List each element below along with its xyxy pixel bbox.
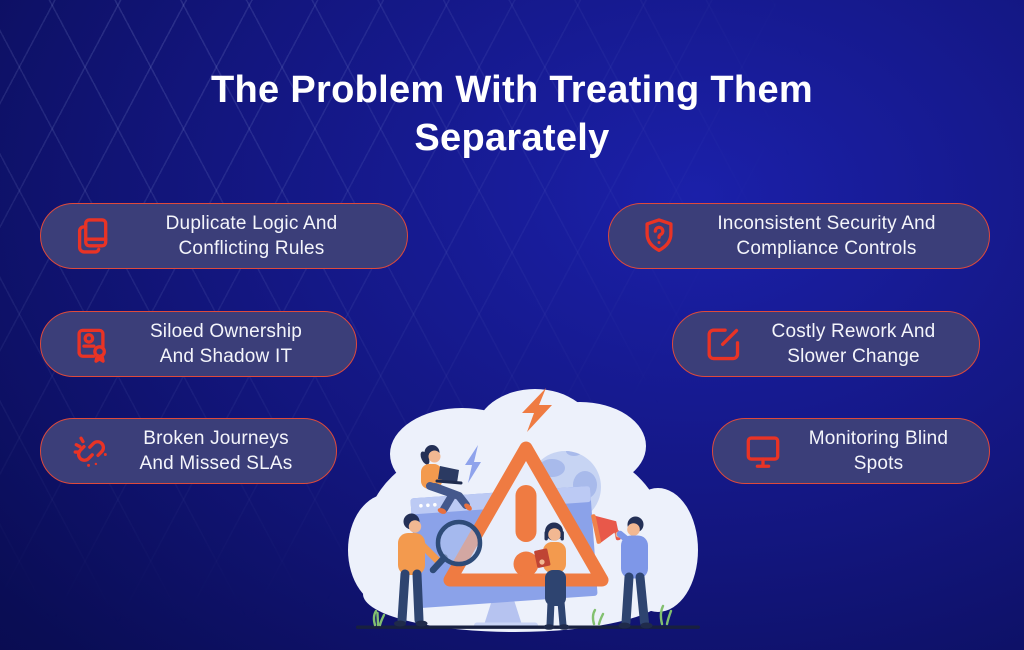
monitor-icon bbox=[742, 430, 784, 472]
card-monitoring-blind: Monitoring Blind Spots bbox=[712, 418, 990, 484]
copy-books-icon bbox=[70, 215, 112, 257]
card-costly-rework: Costly Rework And Slower Change bbox=[672, 311, 980, 377]
lightning-bolt-blue bbox=[465, 445, 481, 483]
card-label: Duplicate Logic And Conflicting Rules bbox=[165, 212, 338, 259]
exclamation-dot bbox=[513, 551, 539, 577]
person-on-monitor bbox=[420, 445, 472, 514]
ground-line bbox=[356, 625, 700, 629]
exclamation-bar bbox=[515, 485, 537, 542]
broken-link-icon bbox=[70, 430, 112, 472]
card-label: Monitoring Blind Spots bbox=[808, 427, 949, 474]
page-title: The Problem With Treating Them Separatel… bbox=[211, 69, 813, 160]
card-label: Broken Journeys And Missed SLAs bbox=[139, 427, 293, 474]
person-with-clipboard bbox=[534, 522, 570, 630]
card-duplicate-logic: Duplicate Logic And Conflicting Rules bbox=[40, 203, 408, 269]
person-with-magnifier bbox=[394, 513, 483, 627]
edit-square-icon bbox=[702, 323, 744, 365]
card-inconsistent-security: Inconsistent Security And Compliance Con… bbox=[608, 203, 990, 269]
warning-illustration bbox=[340, 382, 700, 638]
magnifying-glass-icon bbox=[429, 519, 483, 574]
shield-question-icon bbox=[638, 215, 680, 257]
card-label: Inconsistent Security And Compliance Con… bbox=[717, 212, 936, 259]
grass-tufts bbox=[372, 604, 673, 627]
card-label: Siloed Ownership And Shadow IT bbox=[149, 320, 303, 367]
lightning-bolt-orange bbox=[522, 388, 552, 432]
card-label: Costly Rework And Slower Change bbox=[771, 320, 936, 367]
person-with-megaphone bbox=[591, 514, 653, 629]
certificate-icon bbox=[70, 323, 112, 365]
card-broken-journeys: Broken Journeys And Missed SLAs bbox=[40, 418, 337, 484]
card-siloed-ownership: Siloed Ownership And Shadow IT bbox=[40, 311, 357, 377]
